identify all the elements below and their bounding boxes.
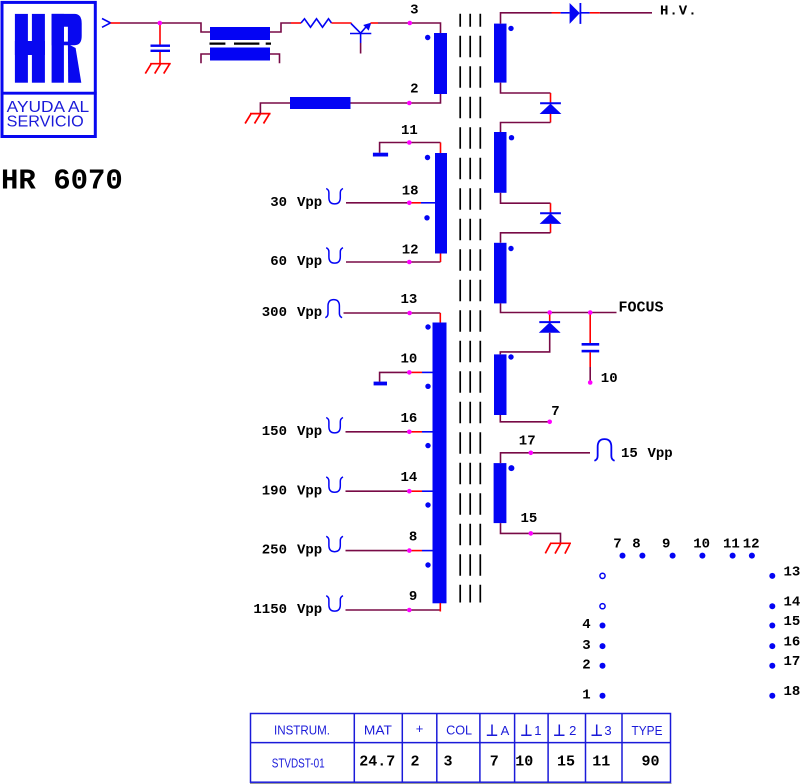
svg-text:Vpp: Vpp	[297, 195, 322, 211]
svg-text:190: 190	[262, 483, 287, 499]
svg-text:7: 7	[613, 537, 621, 553]
svg-text:18: 18	[784, 684, 801, 700]
svg-text:17: 17	[784, 654, 801, 670]
svg-text:12: 12	[402, 242, 419, 258]
svg-text:9: 9	[662, 537, 670, 553]
svg-text:Vpp: Vpp	[648, 446, 673, 462]
svg-text:Vpp: Vpp	[297, 254, 322, 270]
svg-text:90: 90	[641, 754, 659, 771]
svg-text:TYPE: TYPE	[632, 723, 663, 738]
svg-text:13: 13	[784, 564, 801, 580]
svg-text:10: 10	[601, 371, 618, 387]
svg-text:H.V.: H.V.	[660, 3, 698, 19]
svg-text:MAT: MAT	[364, 723, 392, 738]
svg-text:9: 9	[409, 589, 417, 605]
svg-text:Vpp: Vpp	[297, 305, 322, 321]
svg-text:2: 2	[410, 754, 419, 771]
svg-text:COL: COL	[446, 723, 472, 738]
svg-text:INSTRUM.: INSTRUM.	[274, 723, 330, 738]
svg-text:Vpp: Vpp	[297, 424, 322, 440]
svg-text:11: 11	[723, 537, 740, 553]
svg-text:Vpp: Vpp	[297, 602, 322, 618]
svg-text:250: 250	[262, 543, 287, 559]
svg-text:18: 18	[402, 183, 419, 199]
svg-text:17: 17	[519, 434, 536, 450]
svg-text:14: 14	[784, 595, 801, 611]
svg-text:7: 7	[551, 404, 559, 420]
svg-text:12: 12	[743, 537, 760, 553]
svg-text:13: 13	[400, 292, 417, 308]
svg-text:2: 2	[410, 82, 418, 98]
svg-text:STVDST-01: STVDST-01	[272, 756, 325, 771]
svg-text:15: 15	[621, 446, 638, 462]
svg-text:1150: 1150	[253, 602, 287, 618]
svg-text:1: 1	[534, 723, 541, 738]
svg-text:8: 8	[632, 537, 640, 553]
svg-text:10: 10	[693, 537, 710, 553]
svg-text:10: 10	[515, 754, 533, 771]
svg-text:16: 16	[400, 411, 417, 427]
svg-text:A: A	[501, 723, 510, 738]
svg-text:4: 4	[582, 617, 590, 633]
svg-text:300: 300	[262, 305, 287, 321]
svg-text:11: 11	[592, 754, 610, 771]
svg-text:Vpp: Vpp	[297, 483, 322, 499]
svg-text:3: 3	[582, 638, 590, 654]
svg-text:+: +	[416, 721, 424, 736]
svg-text:11: 11	[401, 123, 418, 139]
svg-text:AYUDA AL: AYUDA AL	[7, 99, 90, 116]
svg-text:14: 14	[400, 470, 417, 486]
svg-text:3: 3	[410, 3, 418, 19]
svg-text:10: 10	[400, 351, 417, 367]
svg-text:8: 8	[409, 530, 417, 546]
svg-text:3: 3	[604, 723, 611, 738]
svg-text:15: 15	[521, 511, 538, 527]
svg-text:FOCUS: FOCUS	[619, 299, 664, 316]
svg-text:1: 1	[582, 687, 590, 703]
svg-text:16: 16	[784, 635, 801, 651]
svg-text:15: 15	[557, 754, 575, 771]
svg-text:60: 60	[270, 254, 287, 270]
svg-text:15: 15	[784, 614, 801, 630]
svg-text:2: 2	[582, 657, 590, 673]
svg-text:Vpp: Vpp	[297, 543, 322, 559]
svg-text:SERVICIO: SERVICIO	[7, 114, 84, 131]
svg-text:150: 150	[262, 424, 287, 440]
svg-text:3: 3	[443, 754, 452, 771]
svg-text:2: 2	[569, 723, 576, 738]
svg-text:HR 6070: HR 6070	[1, 165, 123, 198]
svg-text:30: 30	[270, 195, 287, 211]
svg-text:7: 7	[490, 754, 499, 771]
svg-text:24.7: 24.7	[359, 754, 395, 771]
